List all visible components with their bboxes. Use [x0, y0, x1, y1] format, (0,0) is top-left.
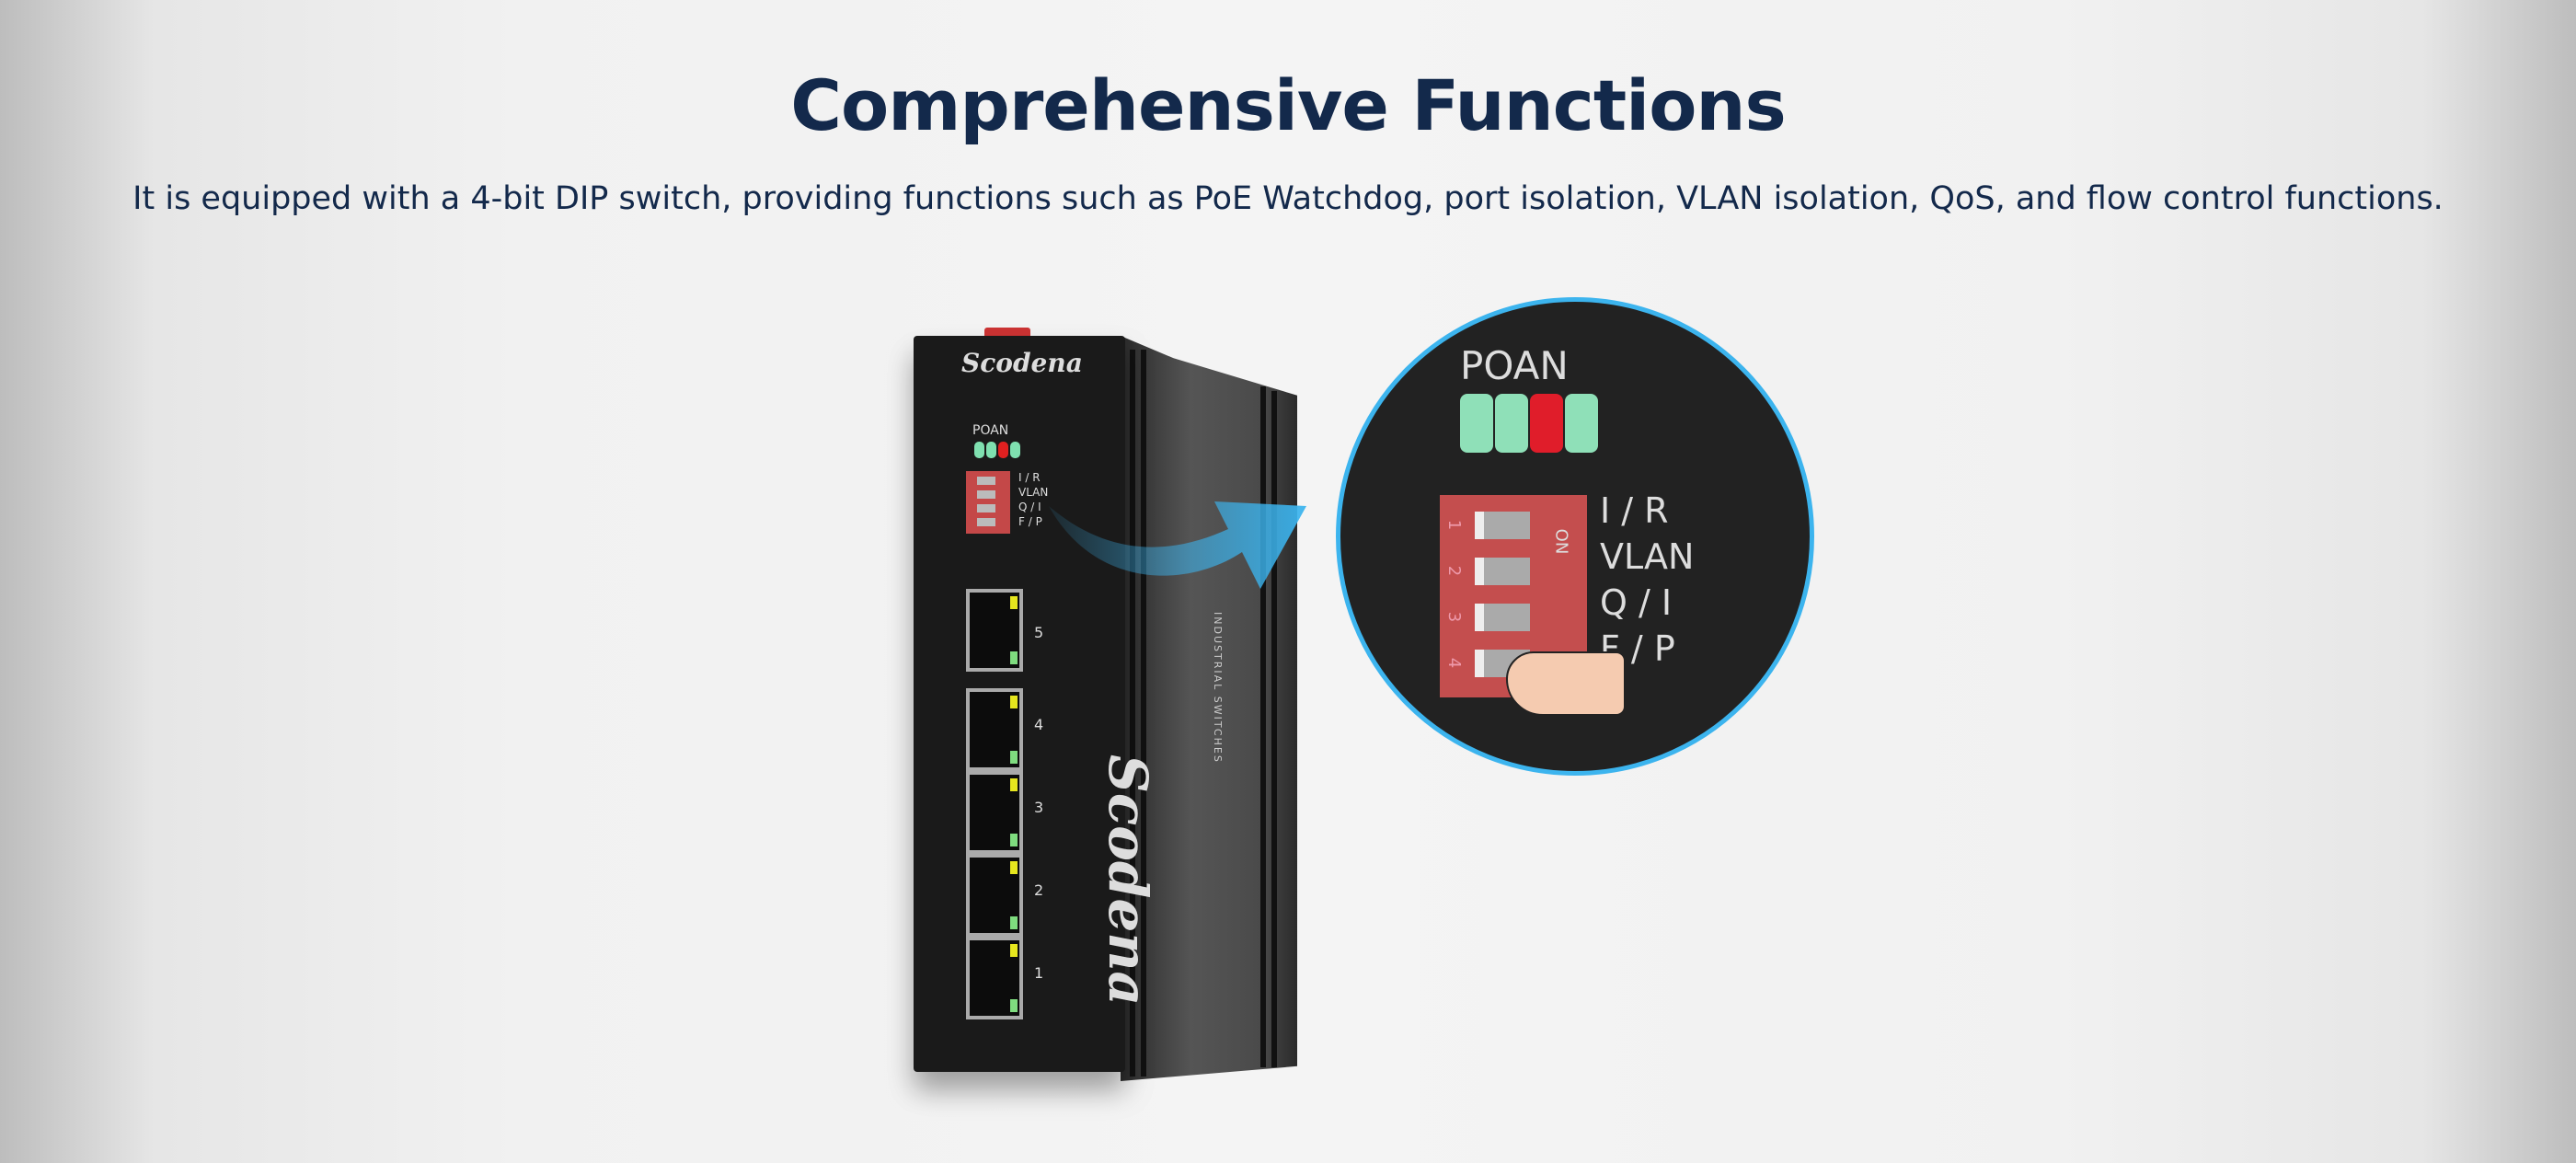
- led-indicator: [1460, 394, 1493, 453]
- heat-fin: [1130, 350, 1135, 1077]
- led-indicator: [974, 442, 984, 458]
- led-label: POAN: [972, 423, 1009, 438]
- heat-fin: [1271, 391, 1277, 1067]
- port-number: 4: [1034, 716, 1044, 733]
- led-indicator: [1495, 394, 1528, 453]
- dip-toggle-3: [1475, 604, 1530, 631]
- dip-label: VLAN: [1018, 486, 1049, 499]
- heat-fin: [1141, 350, 1146, 1077]
- dip-number: 1: [1444, 519, 1465, 531]
- page-title: Comprehensive Functions: [790, 64, 1787, 146]
- dip-toggle-1: [1475, 512, 1530, 539]
- dip-label: I / R: [1018, 471, 1041, 484]
- led-indicator: [998, 442, 1008, 458]
- led-indicator: [986, 442, 996, 458]
- side-brand-logo: Scodena: [1097, 754, 1159, 1007]
- dip-number: 3: [1444, 611, 1465, 623]
- dip-label: F / P: [1018, 515, 1042, 528]
- led-indicator: [1565, 394, 1598, 453]
- zoom-dip-label: Q / I: [1600, 582, 1673, 623]
- dip-label: Q / I: [1018, 501, 1041, 513]
- dip-toggle-2: [1475, 558, 1530, 585]
- arrow-icon: [1049, 501, 1306, 589]
- dip-on-label: ON: [1551, 528, 1571, 555]
- led-indicator: [1530, 394, 1563, 453]
- zoom-led-label: POAN: [1460, 343, 1569, 388]
- ethernet-port: [966, 937, 1023, 1019]
- dip-number: 4: [1444, 657, 1465, 669]
- port-number: 1: [1034, 964, 1044, 982]
- page-subtitle: It is equipped with a 4-bit DIP switch, …: [132, 180, 2444, 217]
- side-brand-subtitle: INDUSTRIAL SWITCHES: [1212, 612, 1224, 764]
- zoom-dip-label: I / R: [1600, 490, 1669, 531]
- brand-logo: Scodena: [961, 348, 1083, 378]
- ethernet-port: [966, 688, 1023, 771]
- dip-switch: [966, 471, 1010, 534]
- port-number: 3: [1034, 799, 1044, 816]
- zoom-dip-label: VLAN: [1600, 536, 1695, 577]
- ethernet-port: [966, 854, 1023, 937]
- port-number: 5: [1034, 624, 1044, 641]
- port-number: 2: [1034, 881, 1044, 899]
- ethernet-port: [966, 771, 1023, 854]
- hand-pointer-icon: [1506, 651, 1626, 716]
- ethernet-port: [966, 589, 1023, 672]
- led-indicator: [1010, 442, 1020, 458]
- switch-side-panel: [1121, 336, 1297, 1081]
- heat-fin: [1260, 386, 1266, 1067]
- dip-switch-zoom-view: POAN 1 2 3 4 ON I / R VLAN Q / I F / P: [1336, 297, 1814, 776]
- dip-number: 2: [1444, 565, 1465, 577]
